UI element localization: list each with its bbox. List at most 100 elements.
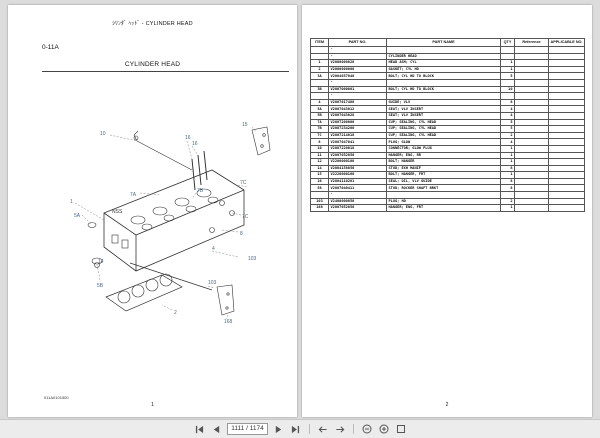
page-number-right: 2 xyxy=(445,402,449,408)
cell-reference xyxy=(514,98,549,107)
cell-part-name: CUP; SEALING, CYL HEAD xyxy=(386,131,501,140)
page-header: ｼﾘﾝﾀﾞ ﾍｯﾄﾞ - CYLINDER HEAD xyxy=(112,21,193,27)
cell-qty xyxy=(500,191,515,199)
cell-item: 3A xyxy=(310,72,329,80)
col-applicable-no: APPLICABLE NO. xyxy=(548,38,585,47)
cell-applicable-no xyxy=(548,118,585,127)
cell-reference xyxy=(514,72,549,80)
cell-reference xyxy=(514,138,549,146)
rear-hanger-drawing xyxy=(251,126,271,156)
cell-applicable-no xyxy=(548,171,585,179)
cell-qty: 2 xyxy=(500,197,515,206)
cell-part-no: V2007234200 xyxy=(328,125,387,133)
left-page: ｼﾘﾝﾀﾞ ﾍｯﾄﾞ - CYLINDER HEAD 0-11A CYLINDE… xyxy=(8,5,297,417)
callout-14: 14 xyxy=(98,259,104,265)
cell-item: 12 xyxy=(310,158,329,166)
cell-qty: 8 xyxy=(500,164,515,173)
page-number-left: 1 xyxy=(151,402,154,408)
callout-5b: 5B xyxy=(97,283,104,289)
cell-qty: 8 xyxy=(500,184,515,193)
cylinder-head-drawing xyxy=(103,169,245,272)
cell-item xyxy=(310,92,329,100)
cell-reference xyxy=(514,125,549,133)
cell-item xyxy=(310,52,329,61)
cell-qty: 1 xyxy=(500,151,515,160)
cell-applicable-no xyxy=(548,125,585,133)
page-indicator[interactable]: 1111 / 1174 xyxy=(227,423,268,435)
cell-reference xyxy=(514,105,549,113)
cell-part-name: BOLT; CYL HD TO BLOCK xyxy=(386,72,501,80)
callout-2: 2 xyxy=(174,310,177,316)
cell-applicable-no xyxy=(548,46,585,54)
col-reference: Reference xyxy=(514,38,549,47)
cell-part-name: HEAD ASM; CYL xyxy=(386,59,501,67)
cell-part-name xyxy=(386,191,501,199)
cell-reference xyxy=(514,118,549,127)
cell-part-no: V2220000160 xyxy=(328,171,387,179)
cell-applicable-no xyxy=(548,98,585,107)
zoom-out-icon[interactable] xyxy=(361,423,373,435)
cell-qty: 5 xyxy=(500,72,515,80)
cell-part-name xyxy=(386,78,501,87)
cell-item: 3B xyxy=(310,85,329,94)
cell-part-name: CYLINDER HEAD xyxy=(386,52,501,61)
cell-item: 11 xyxy=(310,151,329,160)
cell-part-name: HANGER; ENG, FRT xyxy=(386,204,501,212)
cell-item: 7B xyxy=(310,125,329,133)
cell-qty: 1 xyxy=(500,158,515,166)
cell-part-no: V2007000001 xyxy=(328,85,387,94)
last-page-icon[interactable] xyxy=(290,423,302,435)
fit-page-icon[interactable] xyxy=(395,423,407,435)
back-icon[interactable] xyxy=(317,423,329,435)
zoom-in-icon[interactable] xyxy=(378,423,390,435)
callout-5a: 5A xyxy=(74,213,81,219)
cell-reference xyxy=(514,177,549,186)
cell-part-no: V2000000000 xyxy=(328,65,387,74)
cell-item xyxy=(310,78,329,87)
cell-item: 2 xyxy=(310,65,329,74)
cell-reference xyxy=(514,151,549,160)
first-page-icon[interactable] xyxy=(193,423,205,435)
cell-item xyxy=(310,191,329,199)
cell-part-no: V2007200000 xyxy=(328,118,387,127)
cell-qty: 8 xyxy=(500,98,515,107)
next-page-icon[interactable] xyxy=(273,423,285,435)
parts-table-row: -CYLINDER HEAD xyxy=(310,52,585,61)
cell-part-name xyxy=(386,92,501,100)
callout-7a: 7A xyxy=(130,192,137,198)
cell-applicable-no xyxy=(548,138,585,146)
cell-part-no: V2000000020 xyxy=(328,59,387,67)
cell-item: 5A xyxy=(310,105,329,113)
right-page: ITEM PART NO. PART NAME QTY Reference AP… xyxy=(302,5,592,417)
cell-part-no: - xyxy=(328,92,387,100)
cell-qty: 8 xyxy=(500,177,515,186)
cell-part-name: STUD; ROCKER SHAFT BRKT xyxy=(386,184,501,193)
cell-reference xyxy=(514,46,549,54)
cell-part-name: CUP; SEALING, CYL HEAD xyxy=(386,125,501,133)
cell-part-no: V2007040411 xyxy=(328,184,387,193)
cell-part-no: V2004110201 xyxy=(328,177,387,186)
cell-reference xyxy=(514,158,549,166)
col-part-no: PART NO. xyxy=(328,38,387,47)
head-gasket-drawing xyxy=(105,274,183,312)
callout-103-a: 103 xyxy=(248,256,257,262)
col-part-name: PART NAME xyxy=(386,38,501,47)
toolbar-separator xyxy=(308,424,310,434)
prev-page-icon[interactable] xyxy=(210,423,222,435)
cell-part-no: V2004037040 xyxy=(328,72,387,80)
cell-item: 4 xyxy=(310,98,329,107)
forward-icon[interactable] xyxy=(334,423,346,435)
cell-part-name: PLUG; GLOW xyxy=(386,138,501,146)
cell-qty: 5 xyxy=(500,118,515,127)
cell-part-no: V2004158050 xyxy=(328,164,387,173)
cell-part-name: SEAT; VLV INSERT xyxy=(386,105,501,113)
